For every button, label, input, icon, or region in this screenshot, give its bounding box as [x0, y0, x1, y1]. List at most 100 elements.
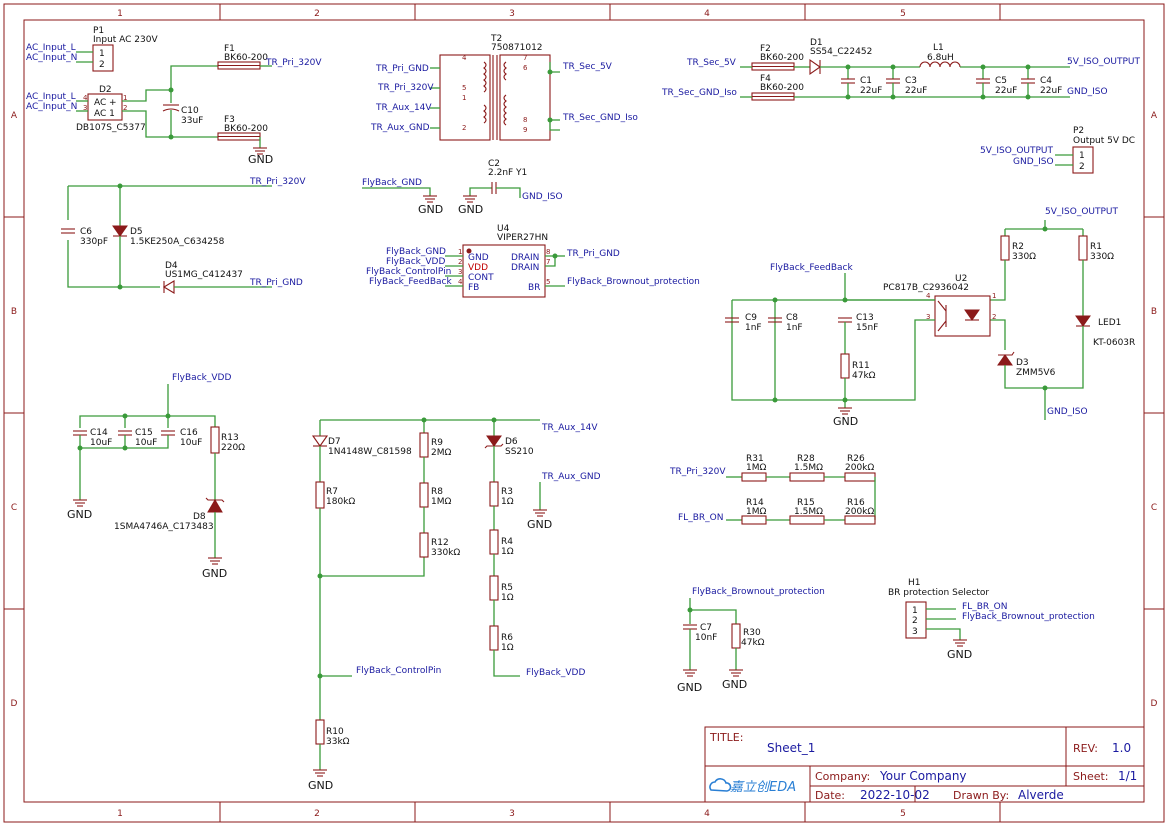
net-flyback-ctrl-u4: FlyBack_ControlPin — [366, 267, 451, 277]
c10-ref: C10 — [181, 106, 199, 116]
row-label-a: A — [11, 111, 18, 121]
gnd-symbol-4 — [838, 407, 852, 415]
r12-body — [419, 532, 429, 558]
r30-value: 47kΩ — [741, 638, 765, 648]
net-flyback-vdd-dec: FlyBack_VDD — [172, 373, 231, 383]
br-selector-h1: H1 BR protection Selector 1 2 3 FL_BR_ON… — [888, 578, 1095, 661]
gnd-symbol-3 — [463, 195, 477, 203]
u4-pin-fb: FB — [468, 283, 479, 293]
f4-ref: F4 — [760, 74, 771, 84]
sheet-value: 1/1 — [1118, 769, 1137, 783]
rev-label: REV: — [1073, 742, 1098, 755]
r7-body — [315, 481, 325, 509]
r9-value: 2MΩ — [431, 448, 451, 458]
p2-value: Output 5V DC — [1073, 136, 1135, 146]
net-flyback-fb-u4: FlyBack_FeedBack — [369, 277, 452, 287]
c2-value: 2.2nF Y1 — [488, 168, 527, 178]
net-tr-sec-gnd-out: TR_Sec_GND_Iso — [661, 88, 737, 98]
d4-ref: D4 — [165, 261, 178, 271]
gnd-label-8: GND — [308, 779, 333, 792]
net-flyback-gnd-u4: FlyBack_GND — [386, 247, 446, 257]
cap-c15 — [118, 430, 132, 436]
u4-value: VIPER27HN — [497, 233, 548, 243]
c13-value: 15nF — [856, 323, 878, 333]
company-label: Company: — [815, 770, 870, 783]
d3-value: ZMM5V6 — [1016, 368, 1056, 378]
d1-ref: D1 — [810, 38, 823, 48]
c2-ref: C2 — [488, 159, 500, 169]
r8-ref: R8 — [431, 487, 443, 497]
net-tr-aux-14-aux: TR_Aux_14V — [541, 423, 598, 433]
r5-value: 1Ω — [501, 593, 514, 603]
gnd-label-2: GND — [418, 203, 443, 216]
c5-value: 22uF — [995, 86, 1017, 96]
p1-pin2: 2 — [99, 60, 105, 70]
c9-value: 1nF — [745, 323, 762, 333]
row-label-d: D — [11, 699, 18, 709]
r26-body — [844, 472, 876, 482]
u2-pin4: 4 — [926, 292, 931, 300]
d7-value: 1N4148W_C81598 — [328, 447, 412, 457]
u4-ref: U4 — [497, 224, 510, 234]
feedback-section: 5V_ISO_OUTPUT R2 330Ω R1 330Ω LED1 KT-06… — [725, 207, 1135, 428]
r12-ref: R12 — [431, 538, 449, 548]
gnd-symbol-7 — [533, 509, 547, 517]
d2-ref: D2 — [99, 85, 112, 95]
r15-ref: R15 — [797, 498, 815, 508]
cap-c9 — [725, 317, 739, 323]
input-section: P1 Input AC 230V 1 2 AC_Input_L AC_Input… — [26, 26, 322, 166]
net-tr-aux-14-t2: TR_Aux_14V — [375, 103, 432, 113]
p1-pin1: 1 — [99, 49, 105, 59]
net-5v-p2: 5V_ISO_OUTPUT — [980, 146, 1054, 156]
sheet-frame: 1 2 3 4 5 1 2 3 4 5 A B C D A B C D — [3, 3, 1165, 823]
r14-value: 1MΩ — [746, 507, 766, 517]
u2-pin2: 2 — [992, 313, 996, 321]
d4-value: US1MG_C412437 — [165, 270, 243, 280]
net-5v-fb: 5V_ISO_OUTPUT — [1045, 207, 1119, 217]
r5-ref: R5 — [501, 583, 513, 593]
c7-value: 10nF — [695, 633, 717, 643]
d8-ref: D8 — [193, 512, 206, 522]
t2-pin9: 9 — [523, 126, 527, 134]
r30-ref: R30 — [743, 628, 761, 638]
r6-ref: R6 — [501, 633, 513, 643]
date-value: 2022-10-02 — [860, 788, 930, 802]
r8-body — [419, 482, 429, 508]
c15-ref: C15 — [135, 428, 153, 438]
r2-body — [1000, 235, 1010, 261]
r10-ref: R10 — [326, 727, 344, 737]
r28-body — [789, 472, 825, 482]
r4-ref: R4 — [501, 537, 513, 547]
c9-ref: C9 — [745, 313, 757, 323]
d5-ref: D5 — [130, 227, 143, 237]
f2-ref: F2 — [760, 44, 771, 54]
clamp-section: TR_Pri_320V C6 330pF D5 1.5KE250A_C63425… — [60, 177, 306, 294]
c5-ref: C5 — [995, 76, 1007, 86]
u4-num4: 4 — [458, 278, 463, 286]
t2-pin7: 7 — [523, 54, 527, 62]
r11-body — [840, 353, 850, 379]
d2-bridge — [87, 93, 123, 121]
cap-c5 — [976, 64, 990, 100]
r14-body — [741, 515, 767, 525]
date-label: Date: — [815, 789, 845, 802]
y-cap-section: FlyBack_GND GND C2 2.2nF Y1 GND GND_ISO — [362, 159, 563, 216]
r16-body — [844, 515, 876, 525]
r15-body — [789, 515, 825, 525]
t2-ref: T2 — [490, 34, 502, 44]
c1-value: 22uF — [860, 86, 882, 96]
d2-ac-label: AC — [94, 98, 106, 108]
d6-value: SS210 — [505, 447, 534, 457]
u4-pin-drain1: DRAIN — [511, 253, 539, 263]
r10-value: 33kΩ — [326, 737, 350, 747]
r10-body — [315, 719, 325, 745]
u2-pin3: 3 — [926, 313, 930, 321]
cloud-logo-icon — [709, 778, 732, 792]
br-sense: FlyBack_Brownout_protection C7 10nF R30 … — [677, 587, 825, 694]
u4-num3: 3 — [458, 268, 462, 276]
net-tr-sec-gnd-t2: TR_Sec_GND_Iso — [562, 113, 638, 123]
r3-body — [489, 481, 499, 507]
net-flyback-br-u4: FlyBack_Brownout_protection — [567, 277, 700, 287]
h1-pin2: 2 — [912, 616, 918, 626]
h1-pin1: 1 — [912, 606, 918, 616]
